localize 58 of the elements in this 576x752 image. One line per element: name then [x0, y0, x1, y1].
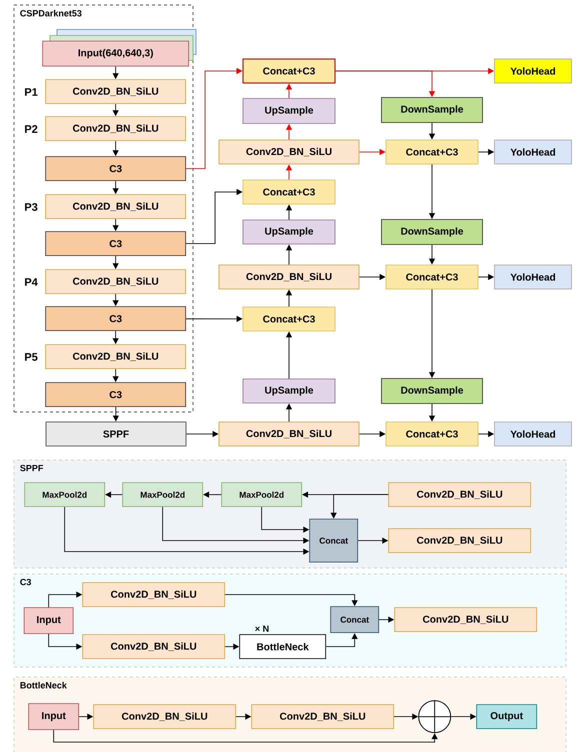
c3-box: C3: [45, 382, 186, 408]
concat-box: Concat+C3: [386, 422, 478, 446]
stacked-input-box: Input(640,640,3): [42, 29, 196, 67]
upsample-box: UpSample: [242, 98, 336, 124]
maxpool-box: MaxPool2d: [221, 482, 302, 508]
c3-box: C3: [45, 231, 186, 256]
arrow: [186, 68, 242, 170]
conv-box: Conv2D_BN_SiLU: [388, 528, 532, 554]
concat-box: Concat+C3: [242, 306, 336, 332]
conv-box: Conv2D_BN_SiLU: [45, 79, 186, 104]
head-box: YoloHead: [494, 58, 572, 84]
conv-box: Conv2D_BN_SiLU: [45, 269, 186, 294]
head-box: YoloHead: [494, 140, 572, 164]
group-title: SPPF: [20, 464, 44, 472]
conv-box: Conv2D_BN_SiLU: [218, 140, 360, 164]
concat-box: Concat+C3: [242, 180, 336, 204]
conv-box: Conv2D_BN_SiLU: [45, 194, 186, 220]
conv-box: Conv2D_BN_SiLU: [82, 634, 226, 660]
input-box: Input: [24, 607, 74, 634]
concat-box: Concat: [330, 606, 380, 634]
c3-box: C3: [45, 156, 186, 182]
maxpool-box: MaxPool2d: [122, 482, 204, 508]
concat-box: Concat: [309, 518, 358, 563]
input-box: Input: [28, 703, 80, 730]
upsample-box: UpSample: [242, 220, 336, 244]
c3-box: C3: [45, 306, 186, 332]
concat-box: Concat+C3: [386, 140, 478, 164]
group-title: CSPDarknet53: [20, 10, 82, 16]
sppf-box: SPPF: [46, 422, 186, 446]
stage-label: P3: [25, 203, 38, 211]
upsample-box: UpSample: [242, 378, 336, 404]
maxpool-box: MaxPool2d: [24, 482, 106, 508]
repeat-label: × N: [255, 626, 269, 632]
conv-box: Conv2D_BN_SiLU: [218, 422, 360, 446]
conv-box: Conv2D_BN_SiLU: [388, 482, 532, 508]
stage-label: P1: [25, 88, 38, 96]
conv-box: Conv2D_BN_SiLU: [218, 264, 360, 290]
downsample-box: DownSample: [381, 219, 483, 245]
bottleneck-box: BottleNeck: [239, 634, 326, 660]
concat-box: Concat+C3: [242, 58, 336, 84]
sum-circle: [418, 700, 452, 734]
conv-box: Conv2D_BN_SiLU: [82, 582, 226, 608]
concat-box: Concat+C3: [386, 264, 478, 290]
stage-label: P2: [25, 125, 38, 133]
group-title: C3: [20, 578, 32, 586]
conv-box: Conv2D_BN_SiLU: [251, 704, 394, 730]
conv-box: Conv2D_BN_SiLU: [45, 344, 186, 370]
conv-box: Conv2D_BN_SiLU: [45, 116, 186, 142]
stage-label: P5: [25, 353, 38, 361]
output-box: Output: [476, 704, 538, 730]
group-title: BottleNeck: [20, 682, 67, 688]
stage-label: P4: [25, 278, 38, 286]
head-box: YoloHead: [494, 264, 572, 290]
head-box: YoloHead: [494, 422, 572, 446]
downsample-box: DownSample: [381, 97, 483, 123]
conv-box: Conv2D_BN_SiLU: [394, 607, 538, 632]
conv-box: Conv2D_BN_SiLU: [93, 704, 236, 730]
downsample-box: DownSample: [381, 378, 483, 404]
